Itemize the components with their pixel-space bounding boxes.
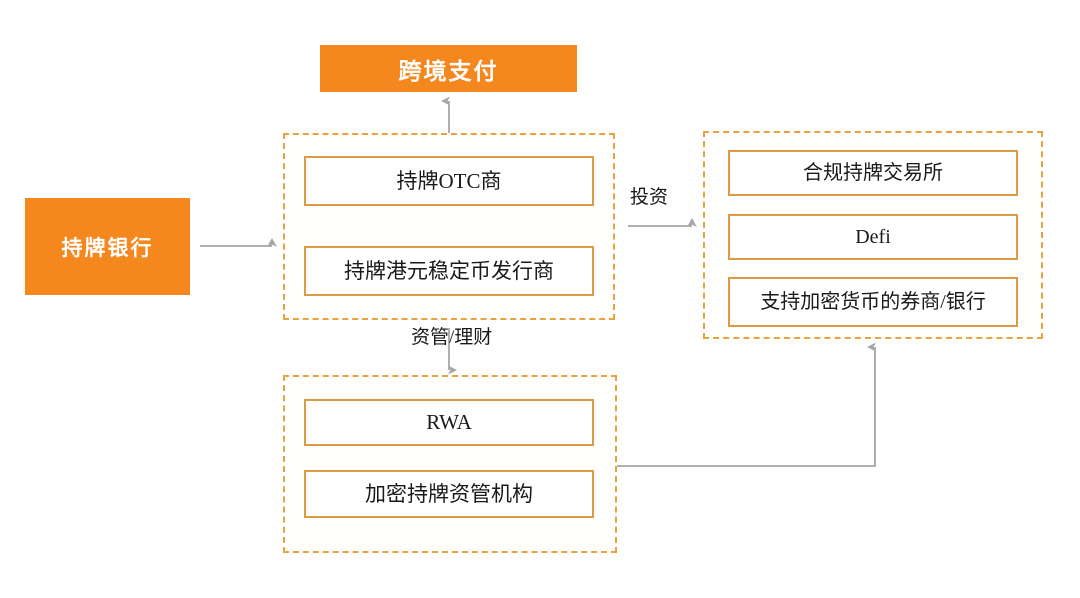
node-licensed-bank-label: 持牌银行: [61, 235, 154, 260]
node-crypto-broker-bank-label: 支持加密货币的券商/银行: [760, 290, 986, 313]
node-compliant-licensed-exchange[interactable]: 合规持牌交易所: [728, 150, 1018, 196]
connector-label-asset-management-text: 资管/理财: [411, 327, 493, 348]
node-licensed-otc-dealer[interactable]: 持牌OTC商: [304, 156, 594, 206]
node-licensed-otc-dealer-label: 持牌OTC商: [396, 168, 502, 193]
node-cross-border-payment[interactable]: 跨境支付: [320, 45, 577, 92]
node-defi[interactable]: Defi: [728, 214, 1018, 260]
arrow-asset-to-investment: [617, 342, 876, 467]
node-rwa-label: RWA: [426, 410, 472, 435]
node-licensed-crypto-asset-manager[interactable]: 加密持牌资管机构: [304, 470, 594, 518]
node-cross-border-payment-label: 跨境支付: [398, 58, 499, 84]
node-hkd-stablecoin-issuer[interactable]: 持牌港元稳定币发行商: [304, 246, 594, 296]
node-rwa[interactable]: RWA: [304, 399, 594, 446]
node-defi-label: Defi: [855, 225, 891, 248]
connector-label-investment-text: 投资: [630, 187, 669, 208]
connector-label-asset-management: 资管/理财: [411, 322, 492, 349]
node-licensed-crypto-asset-manager-label: 加密持牌资管机构: [365, 481, 533, 506]
node-crypto-broker-bank[interactable]: 支持加密货币的券商/银行: [728, 277, 1018, 327]
node-licensed-bank[interactable]: 持牌银行: [25, 198, 190, 295]
connector-label-investment: 投资: [630, 182, 668, 209]
node-compliant-licensed-exchange-label: 合规持牌交易所: [803, 161, 943, 184]
node-hkd-stablecoin-issuer-label: 持牌港元稳定币发行商: [344, 258, 554, 283]
